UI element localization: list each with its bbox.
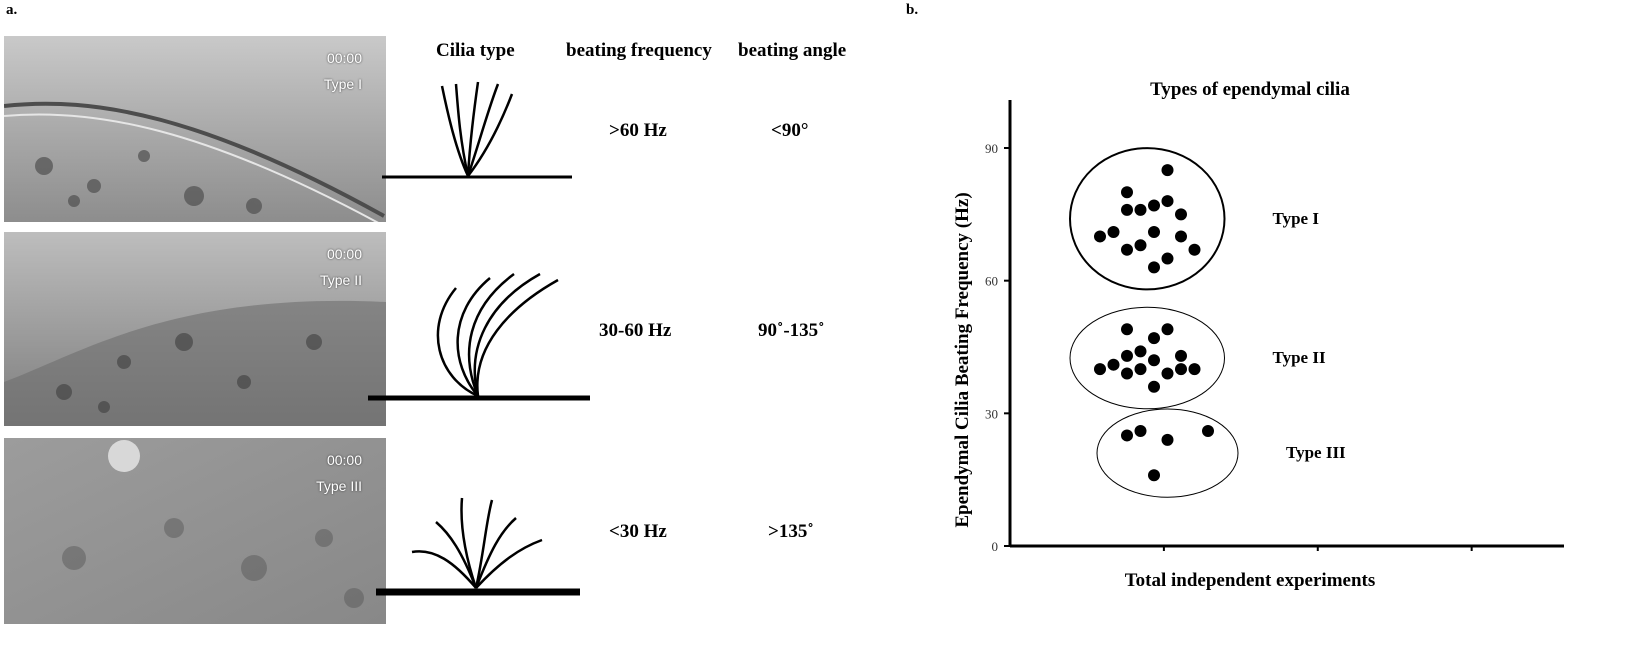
header-cilia-type: Cilia type	[436, 40, 515, 61]
y-tick-label: 30	[985, 406, 998, 421]
data-point	[1121, 429, 1133, 442]
data-point	[1175, 208, 1187, 221]
cilia-diagram-type-ii	[368, 272, 590, 401]
data-point	[1175, 363, 1187, 376]
data-point	[1148, 261, 1160, 274]
data-point	[1148, 332, 1160, 345]
data-point	[1148, 226, 1160, 239]
micrograph-type-i-texture	[4, 36, 386, 222]
data-point	[1161, 164, 1174, 177]
timestamp: 00:00	[326, 246, 362, 262]
header-beating-angle: beating angle	[738, 40, 847, 61]
y-tick-label: 90	[985, 141, 998, 156]
micrograph-type-iii-texture	[4, 438, 386, 624]
scatter-chart: Types of ependymal cilia Ependymal Cilia…	[952, 79, 1564, 591]
data-point	[1094, 363, 1106, 376]
data-point	[1161, 367, 1174, 380]
data-point	[1161, 252, 1174, 265]
angle-type-i: <90°	[771, 120, 809, 141]
group-label: Type II	[1273, 348, 1326, 367]
type-label: Type III	[316, 478, 362, 494]
data-point	[1202, 425, 1214, 438]
data-point	[1175, 349, 1187, 362]
data-point	[1161, 323, 1174, 336]
chart-title: Types of ependymal cilia	[1150, 79, 1350, 100]
header-beating-frequency: beating frequency	[566, 40, 712, 61]
panel-a-label: a.	[6, 2, 18, 18]
data-point	[1134, 239, 1147, 252]
frequency-type-iii: <30 Hz	[609, 521, 667, 542]
data-point	[1161, 195, 1174, 208]
frequency-type-i: >60 Hz	[609, 120, 667, 141]
panel-b-label: b.	[906, 2, 919, 18]
y-axis-label: Ependymal Cilia Beating Frequency (Hz)	[952, 192, 973, 527]
cilia-diagram-type-iii	[376, 497, 580, 596]
y-tick-label: 0	[992, 539, 999, 554]
data-point	[1175, 230, 1187, 243]
x-axis-label: Total independent experiments	[1125, 570, 1376, 591]
y-tick-label: 60	[985, 274, 998, 289]
angle-type-iii: >135˚	[768, 521, 814, 542]
type-label: Type II	[319, 272, 362, 288]
timestamp: 00:00	[326, 452, 362, 468]
group-label: Type I	[1273, 209, 1320, 228]
micrograph-type-ii: 00:00 Type II	[4, 232, 386, 426]
data-point	[1094, 230, 1106, 243]
data-point	[1121, 186, 1133, 199]
micrograph-type-ii-texture	[4, 232, 386, 426]
data-point	[1121, 323, 1133, 336]
group-ellipse	[1069, 147, 1226, 291]
data-point	[1188, 243, 1201, 256]
data-point	[1148, 199, 1160, 212]
type-label: Type I	[323, 76, 362, 92]
data-point	[1121, 243, 1133, 256]
data-point	[1188, 363, 1201, 376]
data-point	[1121, 349, 1133, 362]
group-label: Type III	[1286, 443, 1346, 462]
data-point	[1148, 380, 1160, 393]
micrograph-type-iii: 00:00 Type III	[4, 438, 386, 624]
data-point	[1107, 226, 1120, 239]
frequency-type-ii: 30-60 Hz	[599, 320, 672, 341]
data-point	[1148, 469, 1160, 482]
micrograph-type-i: 00:00 Type I	[4, 36, 386, 222]
data-point	[1161, 433, 1174, 446]
cilia-diagram-type-i	[382, 81, 572, 179]
data-point	[1107, 358, 1120, 371]
data-point	[1134, 203, 1147, 216]
data-point	[1134, 345, 1147, 358]
data-point	[1121, 203, 1133, 216]
data-point	[1134, 363, 1147, 376]
data-point	[1121, 367, 1133, 380]
angle-type-ii: 90˚-135˚	[758, 320, 825, 341]
group-ellipse	[1069, 306, 1225, 410]
data-point	[1148, 354, 1160, 367]
group-ellipse	[1096, 408, 1239, 498]
data-point	[1134, 425, 1147, 438]
timestamp: 00:00	[326, 50, 362, 66]
